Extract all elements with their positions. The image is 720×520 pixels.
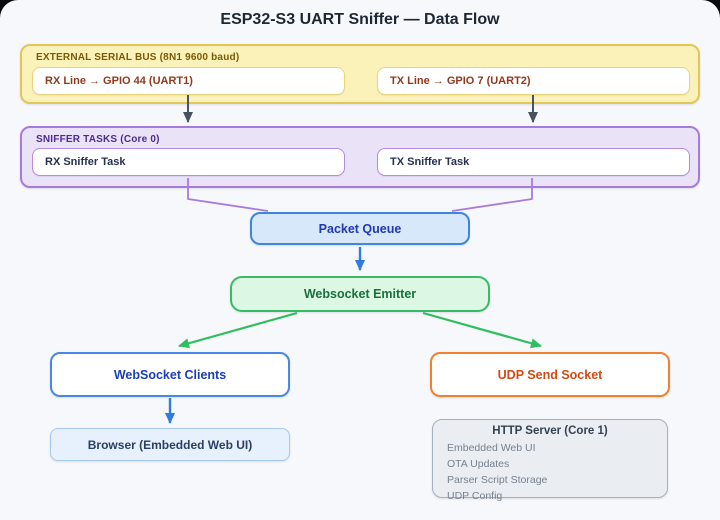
node-websocket-emitter-label: Websocket Emitter bbox=[303, 287, 417, 301]
node-rx-sniffer-task-label: RX Sniffer Task bbox=[45, 156, 126, 168]
node-websocket-clients-label: WebSocket Clients bbox=[113, 367, 227, 382]
node-tx-sniffer-task: TX Sniffer Task bbox=[377, 148, 690, 176]
node-websocket-clients: WebSocket Clients bbox=[50, 352, 290, 397]
node-tx-line-label: TX Line → GPIO 7 (UART2) bbox=[390, 75, 531, 87]
group-external-serial-bus: EXTERNAL SERIAL BUS (8N1 9600 baud) RX L… bbox=[20, 44, 700, 104]
node-packet-queue: Packet Queue bbox=[250, 212, 470, 245]
node-rx-line-label: RX Line → GPIO 44 (UART1) bbox=[45, 75, 193, 87]
node-browser-label: Browser (Embedded Web UI) bbox=[87, 437, 253, 452]
http-server-item: OTA Updates bbox=[447, 458, 510, 470]
http-server-item: UDP Config bbox=[447, 490, 503, 502]
node-websocket-emitter: Websocket Emitter bbox=[230, 276, 490, 312]
node-rx-line: RX Line → GPIO 44 (UART1) bbox=[32, 67, 345, 95]
node-browser: Browser (Embedded Web UI) bbox=[50, 428, 290, 461]
node-tx-sniffer-task-label: TX Sniffer Task bbox=[390, 156, 470, 168]
group-sniffer-tasks: SNIFFER TASKS (Core 0) RX Sniffer Task T… bbox=[20, 126, 700, 188]
node-udp-send-socket: UDP Send Socket bbox=[430, 352, 670, 397]
group-sniffer-tasks-label: SNIFFER TASKS (Core 0) bbox=[36, 134, 160, 145]
node-http-server: HTTP Server (Core 1) Embedded Web UI OTA… bbox=[432, 419, 668, 502]
diagram-title: ESP32-S3 UART Sniffer — Data Flow bbox=[220, 11, 500, 28]
http-server-item: Embedded Web UI bbox=[447, 442, 536, 454]
node-tx-line: TX Line → GPIO 7 (UART2) bbox=[377, 67, 690, 95]
node-packet-queue-label: Packet Queue bbox=[318, 221, 402, 236]
group-external-serial-bus-label: EXTERNAL SERIAL BUS (8N1 9600 baud) bbox=[36, 52, 240, 63]
node-rx-sniffer-task: RX Sniffer Task bbox=[32, 148, 345, 176]
arrow-emitter-to-clients bbox=[178, 311, 298, 349]
http-server-item: Parser Script Storage bbox=[447, 474, 548, 486]
http-server-title: HTTP Server (Core 1) bbox=[492, 425, 608, 437]
node-udp-send-socket-label: UDP Send Socket bbox=[497, 367, 603, 382]
arrow-emitter-to-udp bbox=[422, 311, 542, 349]
